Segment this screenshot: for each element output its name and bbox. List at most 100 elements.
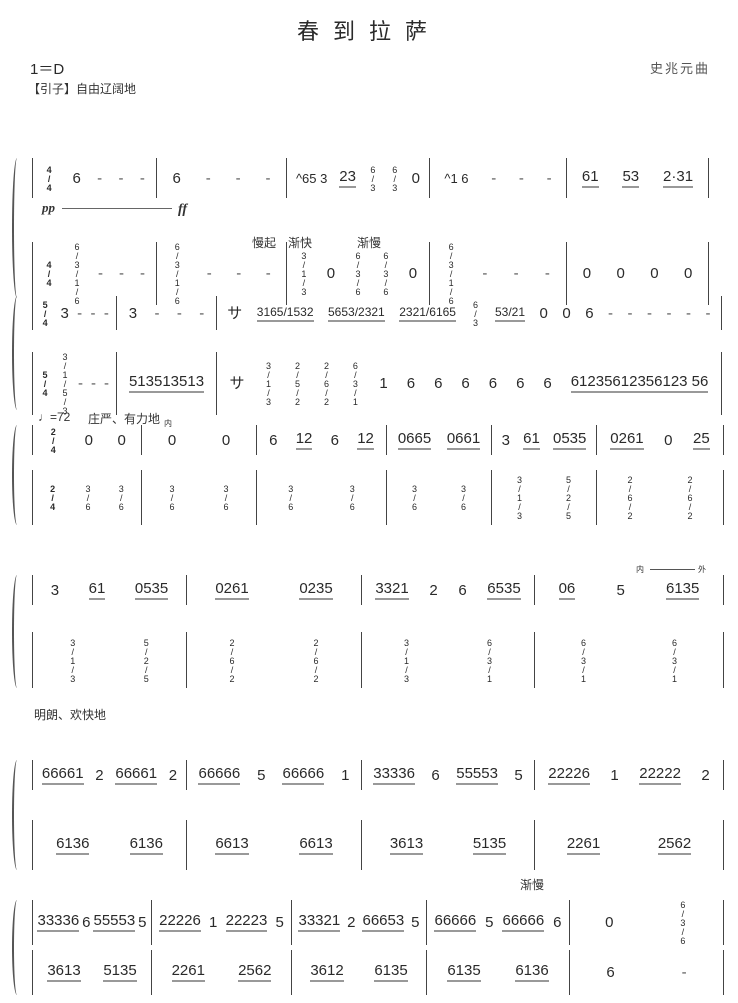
note: 22223 (225, 913, 268, 932)
chord: 3/6 (285, 484, 296, 511)
chord: 2321/6165 (399, 305, 456, 322)
note: 6 (461, 375, 470, 392)
chord: 2/6/2 (625, 475, 635, 520)
marking-accel: 渐快 (288, 236, 313, 250)
note: 5 (257, 766, 266, 784)
hold-dash: - (647, 304, 653, 322)
hold-dash: - (681, 964, 687, 981)
note: 0235 (299, 581, 333, 600)
note: 06 (558, 581, 576, 600)
intro-marking: 【引子】自由辽阔地 (28, 82, 137, 96)
chord: 6/3/6 (677, 900, 688, 945)
note: 0535 (553, 431, 587, 450)
note: 33321 (298, 913, 341, 932)
note: 5135 (103, 963, 137, 982)
hold-dash: - (206, 265, 212, 282)
chord: 3/6 (221, 484, 231, 511)
note: 6 (406, 375, 416, 392)
note: 6 (543, 375, 552, 392)
hold-dash: - (666, 304, 672, 322)
note: 66666 (502, 913, 545, 932)
chord: 2/6/2 (321, 361, 332, 406)
hold-dash: - (705, 304, 711, 322)
expression-bright: 明朗、欢快地 (34, 708, 107, 722)
staff-brace (12, 425, 22, 525)
note: 2 (701, 766, 710, 784)
chord: 3/6 (409, 484, 420, 511)
chord: 6/3/1/6 (172, 242, 183, 305)
chord: 6/3/1 (669, 637, 680, 683)
marking-rit-2: 渐慢 (520, 878, 545, 892)
chord: 6/3/1 (578, 637, 589, 683)
chord: 6/3/6 (380, 251, 391, 296)
measure: 6--- (157, 158, 287, 198)
note: 55553 (93, 913, 136, 932)
note: 3 (50, 581, 60, 599)
note: 22222 (639, 766, 681, 785)
note: 2562 (238, 963, 272, 982)
chord: 6/3 (367, 164, 378, 192)
note: 0661 (446, 431, 481, 450)
note: 66666 (434, 913, 477, 932)
note: 66666 (198, 766, 241, 785)
note: 1 (341, 766, 350, 784)
time-signature: 2/4 (48, 426, 59, 454)
chord: 3165/1532 (256, 305, 314, 322)
note: 61 (581, 169, 599, 188)
note: 1 (610, 766, 619, 784)
measure: 6136 6136 (32, 820, 187, 870)
note: 22226 (159, 913, 201, 932)
chord: 2/5/2 (292, 361, 303, 406)
note: 0 (408, 265, 418, 282)
note: 33336 (37, 913, 80, 932)
hold-dash: - (265, 169, 271, 187)
note: 12 (357, 431, 374, 450)
note: 3612 (310, 963, 344, 982)
note: 6613 (299, 836, 333, 855)
note: 0535 (134, 581, 169, 600)
note: 0 (605, 914, 614, 931)
note: 25 (693, 431, 710, 450)
note: 5 (275, 914, 284, 931)
note: 6136 (56, 836, 90, 855)
note: 5135 (472, 836, 507, 855)
note: 5 (485, 914, 494, 931)
note: 6135 (666, 581, 700, 600)
note: 0261 (610, 431, 644, 450)
bowing-inner-2: 内 (636, 565, 644, 574)
hold-dash: - (176, 304, 182, 322)
note: 2 (168, 766, 178, 784)
note: 53 (622, 169, 640, 188)
hold-dash: - (686, 304, 692, 322)
measure: 513513513 (117, 352, 217, 415)
note: 5 (411, 914, 420, 931)
time-signature: 2/4 (47, 484, 58, 511)
hold-dash: - (627, 304, 633, 322)
note: 3 (501, 431, 510, 449)
note: 5 (514, 766, 523, 784)
note: 6136 (129, 836, 163, 855)
note: 0 (683, 265, 693, 282)
note: 6 (434, 375, 443, 392)
hold-dash: - (513, 265, 519, 282)
note: 2562 (657, 836, 692, 855)
